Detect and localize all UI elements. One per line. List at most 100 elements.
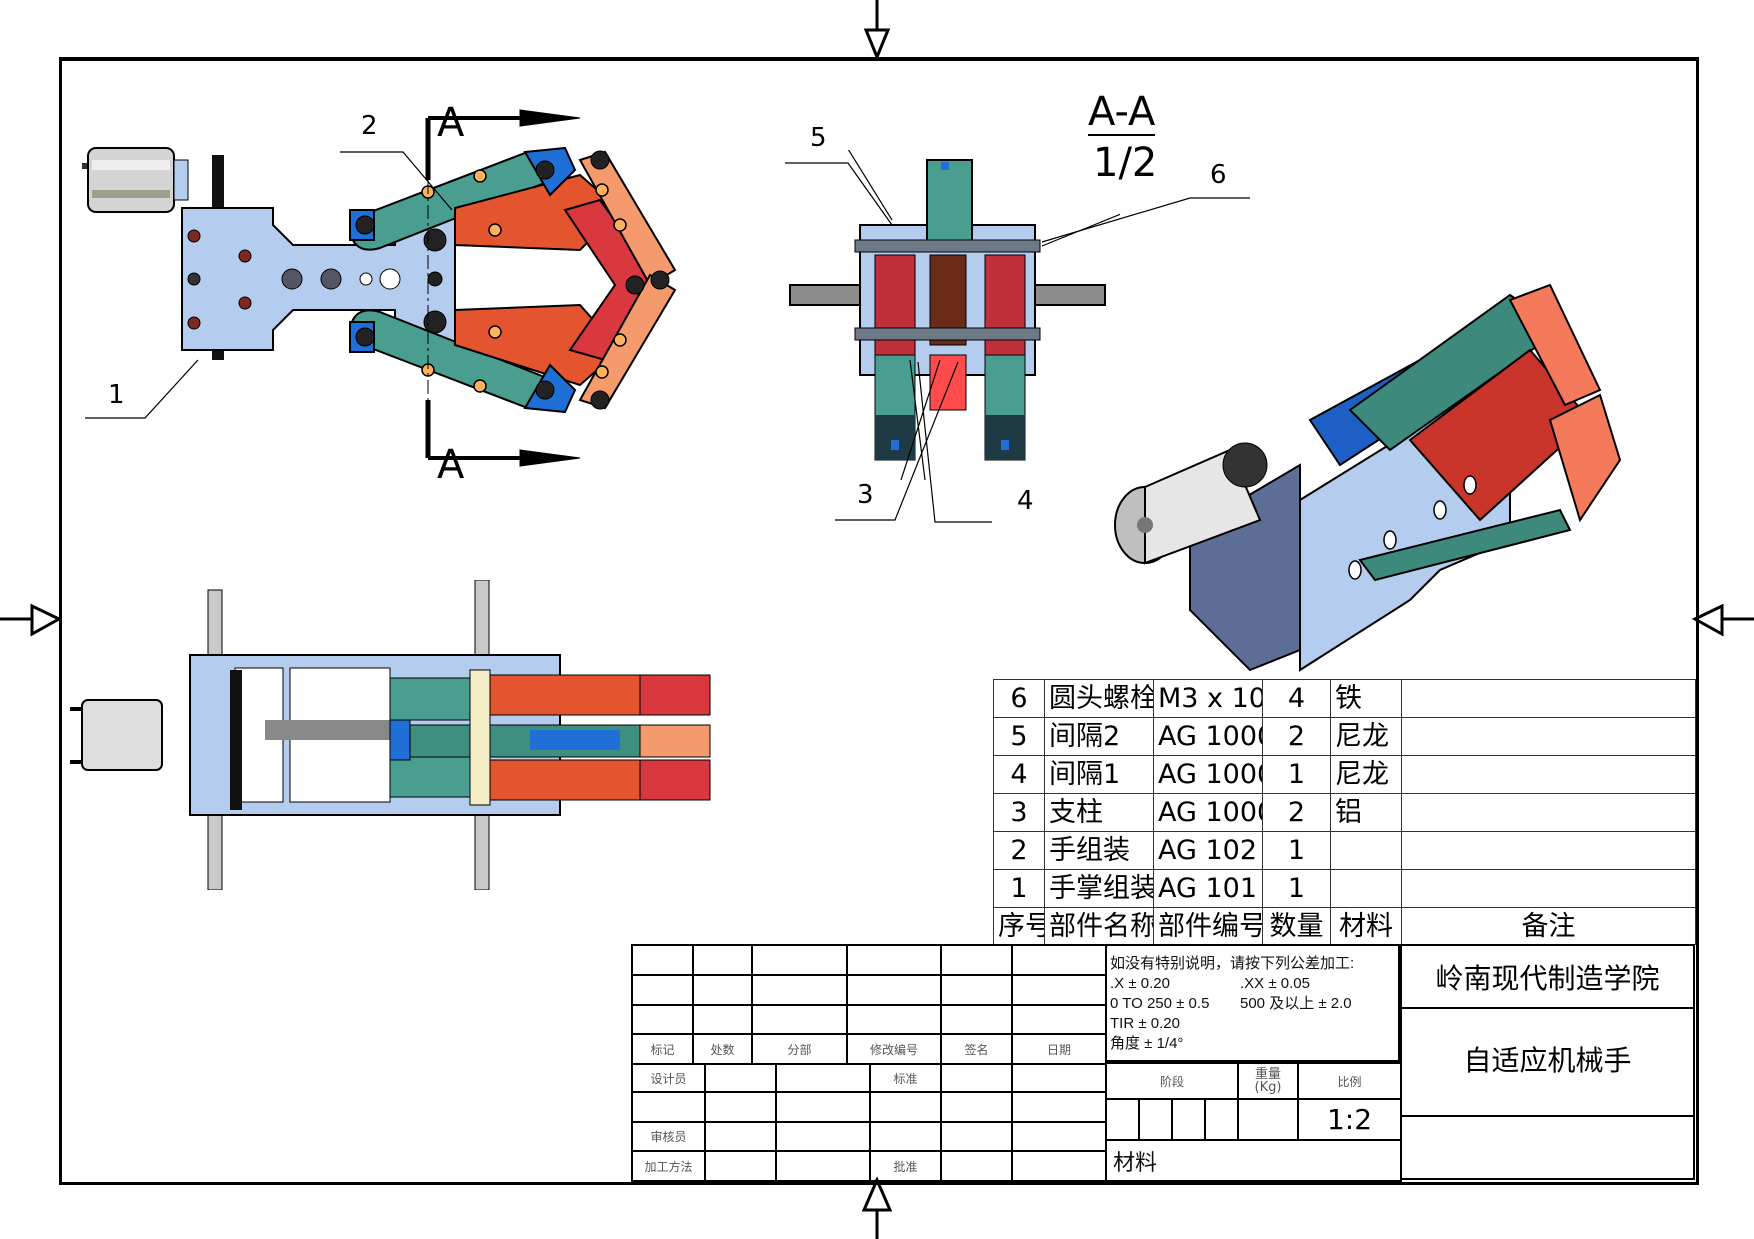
signoff-table: 设计员 标准 审核员 加工方法 批准 <box>631 1063 1107 1182</box>
bom-no: 3 <box>993 793 1045 832</box>
tolerance-note: 如没有特别说明，请按下列公差加工: .X ± 0.20.XX ± 0.05 0 … <box>1105 944 1400 1062</box>
bom-name: 间隔1 <box>1044 755 1154 794</box>
bom-name: 间隔2 <box>1044 717 1154 756</box>
leaders-front <box>85 151 453 419</box>
bom-no: 6 <box>993 679 1045 718</box>
section-title: A-A <box>1088 89 1156 136</box>
table-row: 5 间隔2 AG 100003 2 尼龙 <box>993 717 1696 756</box>
gear <box>1222 442 1268 488</box>
weight-label-text: 重量 <box>1255 1067 1282 1082</box>
salmon-link-lower <box>1548 393 1622 523</box>
callout-6: 6 <box>1210 160 1227 190</box>
bom-no: 4 <box>993 755 1045 794</box>
header-note: 备注 <box>1401 907 1696 945</box>
bom-name: 手组装 <box>1044 831 1154 870</box>
process-field[interactable] <box>704 1150 777 1182</box>
section-leaders <box>785 162 1250 523</box>
standard-field[interactable] <box>940 1063 1013 1093</box>
table-row: 1 手掌组装 AG 101 1 <box>993 869 1696 908</box>
bom-material: 铁 <box>1330 679 1402 718</box>
standard-label: 标准 <box>869 1063 942 1093</box>
weight-value[interactable] <box>1237 1098 1300 1141</box>
stage-cell[interactable] <box>1105 1098 1140 1141</box>
approve-field[interactable] <box>940 1150 1013 1182</box>
top-center-arrow <box>863 28 891 61</box>
process-label: 加工方法 <box>631 1150 706 1182</box>
callout-4: 4 <box>1017 486 1034 516</box>
bom-note <box>1401 717 1696 756</box>
tolerance-angle: 角度 ± 1/4° <box>1110 1035 1184 1052</box>
front-view[interactable] <box>60 60 760 500</box>
process-date[interactable] <box>775 1150 871 1182</box>
drawing-number-field[interactable] <box>1400 1115 1695 1180</box>
checker-date[interactable] <box>775 1121 871 1152</box>
header-code: 部件编号 <box>1153 907 1263 945</box>
rev-header-change-no: 修改编号 <box>846 1033 942 1065</box>
checker-field[interactable] <box>704 1121 777 1152</box>
header-name: 部件名称 <box>1044 907 1154 945</box>
section-line-a <box>425 109 581 467</box>
table-header-row: 序号 部件名称 部件编号 数量 材料 备注 <box>993 907 1696 945</box>
stage-cell[interactable] <box>1171 1098 1206 1141</box>
gear <box>230 670 242 810</box>
bom-material <box>1330 831 1402 870</box>
drawing-title: 自适应机械手 <box>1400 1007 1695 1117</box>
rev-header-signature: 签名 <box>940 1033 1013 1065</box>
bom-code: AG 102 <box>1153 831 1263 870</box>
lead-screw <box>265 720 395 740</box>
weight-label: 重量 (Kg) <box>1237 1062 1300 1100</box>
approve-date[interactable] <box>1011 1150 1107 1182</box>
lower-center-finger <box>929 354 967 411</box>
upper-bolt <box>854 239 1041 253</box>
bom-code: M3 x 10 <box>1153 679 1263 718</box>
bom-code: AG 100001 <box>1153 793 1263 832</box>
table-row: 2 手组装 AG 102 1 <box>993 831 1696 870</box>
designer-field[interactable] <box>704 1063 777 1093</box>
standard-date[interactable] <box>1011 1063 1107 1093</box>
leaders-section <box>847 150 1120 480</box>
designer-label: 设计员 <box>631 1063 706 1093</box>
header-qty: 数量 <box>1262 907 1331 945</box>
stage-cell[interactable] <box>1138 1098 1173 1141</box>
bom-material: 铝 <box>1330 793 1402 832</box>
bom-material: 尼龙 <box>1330 717 1402 756</box>
rev-header-mark: 标记 <box>631 1033 694 1065</box>
bom-code: AG 100002 <box>1153 755 1263 794</box>
bom-qty: 4 <box>1262 679 1331 718</box>
salmon-link-upper <box>1508 283 1602 407</box>
left-center-arrow <box>30 603 63 637</box>
section-scale: 1/2 <box>1093 140 1158 186</box>
bom-material: 尼龙 <box>1330 755 1402 794</box>
parts-list-table: 6 圆头螺栓 M3 x 10 4 铁 5 间隔2 AG 100003 2 尼龙 … <box>993 679 1696 945</box>
stage-weight-scale-table: 阶段 重量 (Kg) 比例 1:2 材料 <box>1104 1062 1403 1182</box>
bom-name: 手掌组装 <box>1044 869 1154 908</box>
designer-date[interactable] <box>775 1063 871 1093</box>
table-row: 3 支柱 AG 100001 2 铝 <box>993 793 1696 832</box>
drawing-border <box>59 57 1699 1185</box>
header-material: 材料 <box>1330 907 1402 945</box>
section-view-aa[interactable] <box>780 150 1120 480</box>
school-name: 岭南现代制造学院 <box>1400 944 1695 1009</box>
isometric-view[interactable] <box>1110 270 1670 680</box>
bom-note <box>1401 679 1696 718</box>
right-center-arrow <box>1691 603 1724 637</box>
tolerance-x2: .XX ± 0.05 <box>1240 975 1310 992</box>
upper-finger-top <box>489 674 641 716</box>
bom-name: 圆头螺栓 <box>1044 679 1154 718</box>
tolerance-tir: TIR ± 0.20 <box>1110 1015 1180 1032</box>
rev-header-date: 日期 <box>1011 1033 1107 1065</box>
bom-qty: 2 <box>1262 717 1331 756</box>
frame-holes <box>1348 475 1477 580</box>
bom-qty: 1 <box>1262 755 1331 794</box>
joint-bolts <box>355 150 670 410</box>
bottom-center-arrow <box>861 1176 893 1212</box>
bom-no: 5 <box>993 717 1045 756</box>
header-no: 序号 <box>993 907 1045 945</box>
top-view[interactable] <box>60 580 760 890</box>
checker-label: 审核员 <box>631 1121 706 1152</box>
stage-cell[interactable] <box>1203 1098 1240 1141</box>
scale-value: 1:2 <box>1297 1098 1403 1141</box>
weight-unit: (Kg) <box>1254 1080 1282 1095</box>
bom-code: AG 101 <box>1153 869 1263 908</box>
